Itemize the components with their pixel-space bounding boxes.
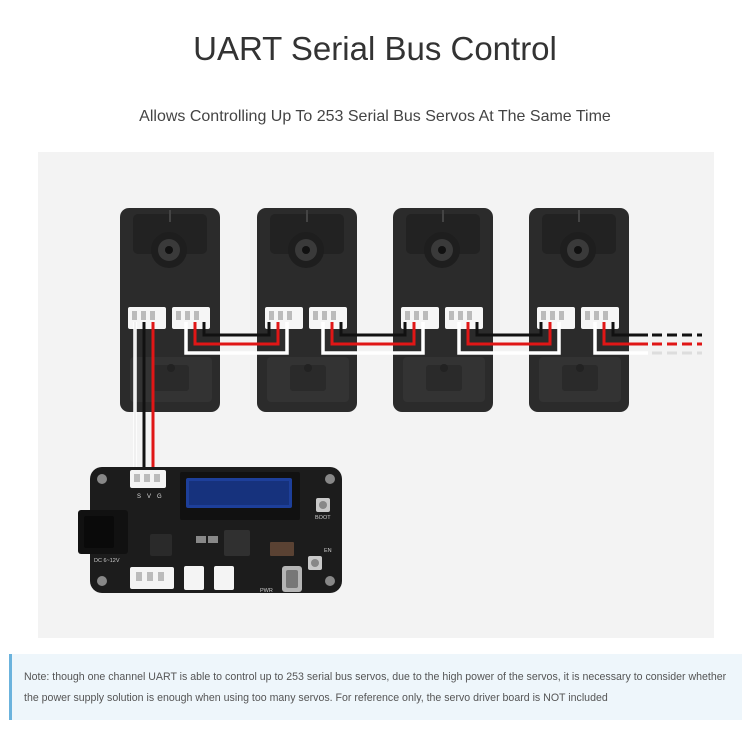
note-callout: Note: though one channel UART is able to… xyxy=(9,654,742,720)
boot-label: BOOT xyxy=(315,515,331,521)
pin-label-v: V xyxy=(147,494,151,500)
pin-label-s: S xyxy=(137,494,141,500)
wiring-diagram: S V G DC 6~12V BOOT EN xyxy=(38,152,714,638)
note-text: Note: though one channel UART is able to… xyxy=(24,671,727,704)
servo-4 xyxy=(529,208,629,412)
servo-2 xyxy=(257,208,357,412)
pwr-label: PWR xyxy=(260,588,273,594)
en-label: EN xyxy=(324,548,332,554)
dc-input-label: DC 6~12V xyxy=(94,558,120,564)
pin-label-g: G xyxy=(157,494,162,500)
board-cable xyxy=(133,322,155,474)
servo-3 xyxy=(393,208,493,412)
daisy-chain-wires xyxy=(184,322,702,355)
page-title: UART Serial Bus Control xyxy=(193,30,557,67)
servo-driver-board: S V G DC 6~12V BOOT EN xyxy=(78,467,342,594)
page-subtitle: Allows Controlling Up To 253 Serial Bus … xyxy=(139,108,611,125)
